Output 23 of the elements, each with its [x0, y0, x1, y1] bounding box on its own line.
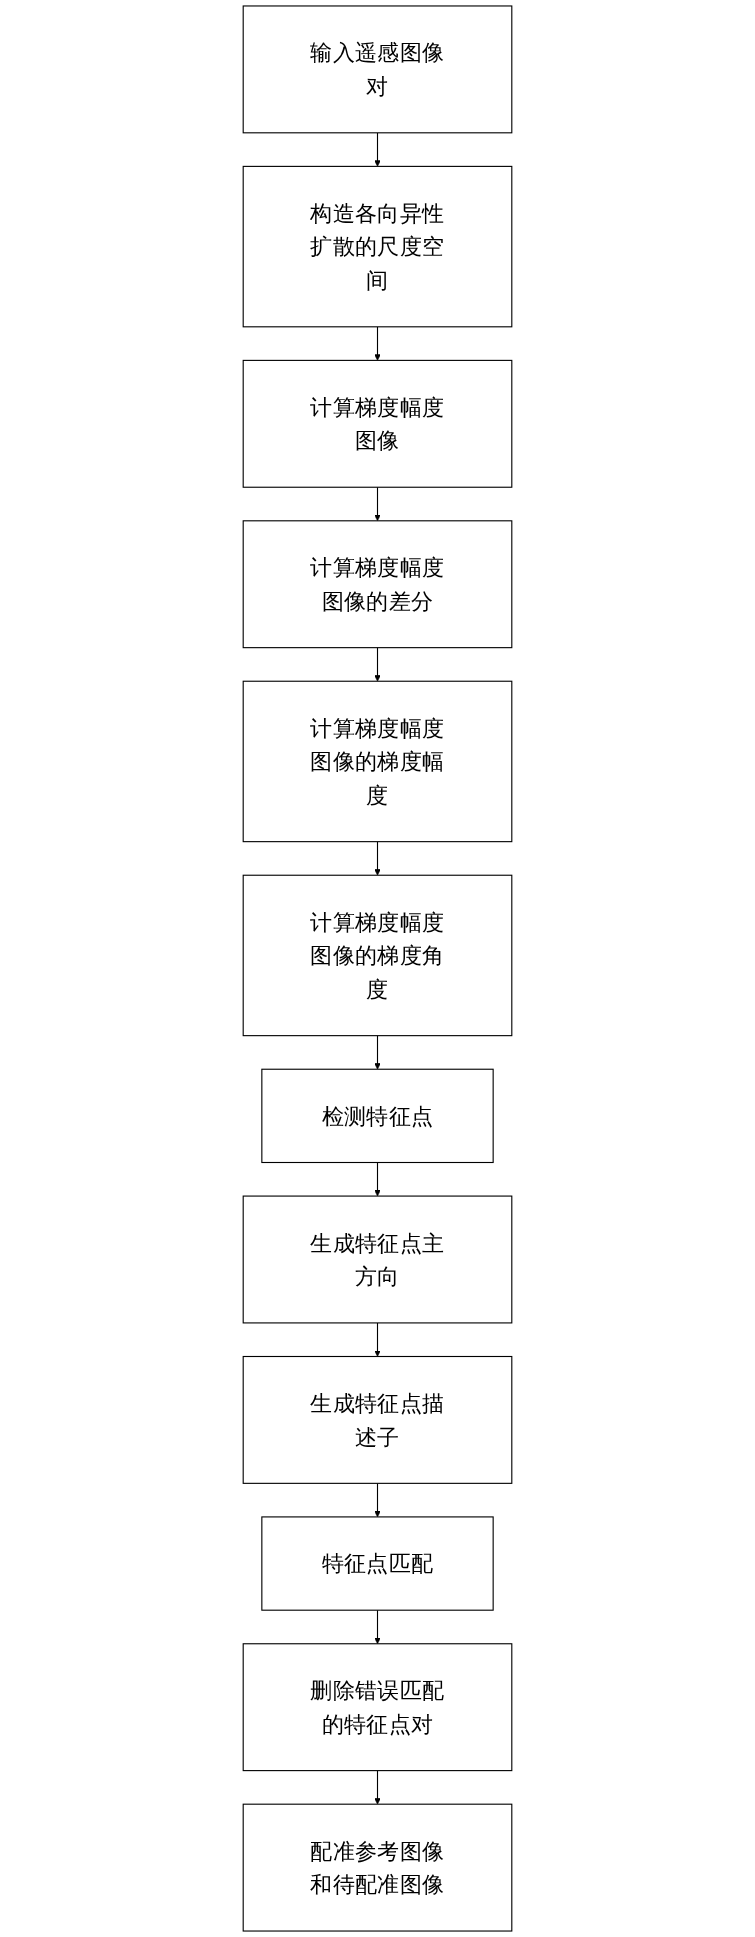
arrow — [374, 1482, 381, 1518]
node-box: 输入遥感图像对 — [242, 5, 513, 134]
node-box: 检测特征点 — [261, 1068, 494, 1164]
node-box: 生成特征点主方向 — [242, 1195, 513, 1324]
node-box: 计算梯度幅度图像的差分 — [242, 520, 513, 649]
node-box: 计算梯度幅度图像 — [242, 359, 513, 488]
node-box: 生成特征点描述子 — [242, 1355, 513, 1484]
node-box: 计算梯度幅度图像的梯度角度 — [242, 874, 513, 1037]
node-box: 配准参考图像和待配准图像 — [242, 1803, 513, 1932]
arrow — [374, 1322, 381, 1357]
node-box: 构造各向异性扩散的尺度空间 — [242, 165, 513, 328]
arrow — [374, 486, 381, 522]
arrow — [374, 1161, 381, 1197]
arrow — [374, 326, 381, 361]
arrow — [374, 1609, 381, 1645]
arrow — [374, 647, 381, 682]
arrow — [374, 1770, 381, 1805]
node-box: 删除错误匹配的特征点对 — [242, 1643, 513, 1772]
node-box: 计算梯度幅度图像的梯度幅度 — [242, 680, 513, 843]
arrow — [374, 841, 381, 876]
node-box: 特征点匹配 — [261, 1516, 494, 1611]
arrow — [374, 1035, 381, 1070]
arrow — [374, 132, 381, 167]
